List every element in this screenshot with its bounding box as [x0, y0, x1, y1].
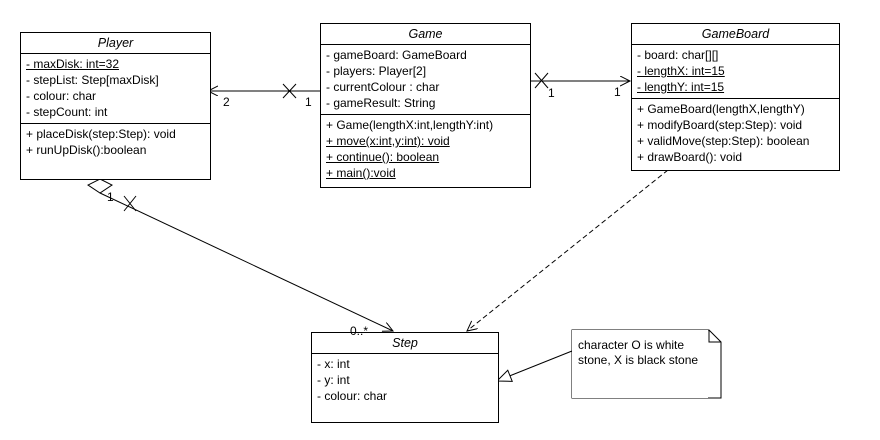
attribute: - stepList: Step[maxDisk]: [26, 73, 159, 87]
attribute: - gameResult: String: [326, 96, 436, 110]
aggregation-player-step: [99, 192, 393, 331]
class-player-operations: + placeDisk(step:Step): void + runUpDisk…: [21, 124, 210, 161]
operation: + validMove(step:Step): boolean: [637, 134, 810, 148]
class-game-name: Game: [321, 24, 530, 45]
class-game-operations: + Game(lengthX:int,lengthY:int) + move(x…: [321, 115, 530, 184]
attribute: - y: int: [317, 373, 350, 387]
class-game[interactable]: Game - gameBoard: GameBoard - players: P…: [320, 23, 531, 188]
attribute: - colour: char: [26, 89, 97, 103]
class-gameboard-name: GameBoard: [632, 24, 839, 45]
operation: + placeDisk(step:Step): void: [26, 127, 176, 141]
attribute: - x: int: [317, 357, 350, 371]
class-step[interactable]: Step - x: int - y: int - colour: char: [311, 332, 499, 423]
note-link: [495, 350, 573, 382]
non-navigable-x-player-step: [123, 195, 137, 212]
operation: + continue(): boolean: [326, 150, 440, 164]
attribute: - stepCount: int: [26, 105, 108, 119]
attribute: - board: char[][]: [637, 48, 719, 62]
attribute: - lengthX: int=15: [637, 64, 725, 78]
class-gameboard-operations: + GameBoard(lengthX,lengthY) + modifyBoa…: [632, 99, 839, 168]
class-player[interactable]: Player - maxDisk: int=32 - stepList: Ste…: [20, 32, 211, 180]
class-player-attributes: - maxDisk: int=32 - stepList: Step[maxDi…: [21, 54, 210, 124]
attribute: - maxDisk: int=32: [26, 57, 120, 71]
note-text: character O is white stone, X is black s…: [572, 330, 708, 398]
operation: + main():void: [326, 166, 396, 180]
attribute: - currentColour : char: [326, 80, 440, 94]
class-step-name: Step: [312, 333, 498, 354]
class-game-attributes: - gameBoard: GameBoard - players: Player…: [321, 45, 530, 115]
multiplicity-label: 2: [223, 95, 230, 109]
operation: + Game(lengthX:int,lengthY:int): [326, 118, 494, 132]
multiplicity-label: 1: [548, 86, 555, 100]
operation: + GameBoard(lengthX,lengthY): [637, 102, 805, 116]
class-gameboard-attributes: - board: char[][] - lengthX: int=15 - le…: [632, 45, 839, 99]
operation: + modifyBoard(step:Step): void: [637, 118, 803, 132]
aggregation-diamond: [87, 178, 113, 194]
class-player-name: Player: [21, 33, 210, 54]
operation: + move(x:int,y:int): void: [326, 134, 450, 148]
non-navigable-x-game-player: [282, 83, 297, 99]
attribute: - lengthY: int=15: [637, 80, 725, 94]
multiplicity-label: 1: [305, 95, 312, 109]
operation: + drawBoard(): void: [637, 150, 743, 164]
multiplicity-label: 1: [614, 85, 621, 99]
dependency-gameboard-step: [467, 169, 669, 331]
attribute: - players: Player[2]: [326, 64, 427, 78]
class-gameboard[interactable]: GameBoard - board: char[][] - lengthX: i…: [631, 23, 840, 171]
non-navigable-x-game-gameboard: [534, 72, 549, 89]
class-step-attributes: - x: int - y: int - colour: char: [312, 354, 498, 407]
multiplicity-label: 0..*: [350, 324, 369, 338]
note-dog-ear: [708, 330, 721, 343]
operation: + runUpDisk():boolean: [26, 143, 147, 157]
attribute: - colour: char: [317, 389, 388, 403]
multiplicity-label: 1: [107, 190, 114, 204]
attribute: - gameBoard: GameBoard: [326, 48, 467, 62]
